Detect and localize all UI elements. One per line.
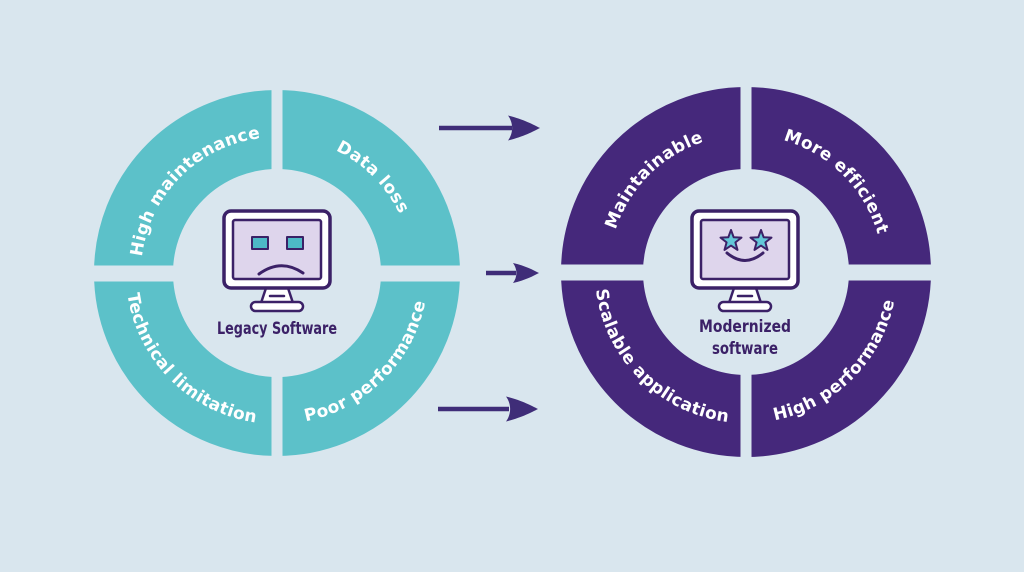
- transition-arrows: [438, 115, 540, 422]
- arrow-head: [506, 396, 538, 422]
- legacy-ring: High maintenance Data loss Technical lim…: [90, 86, 464, 460]
- monitor-base: [717, 300, 773, 313]
- star-eye-left: [719, 229, 743, 251]
- modernized-ring: Maintainable More efficient Scalable app…: [559, 85, 933, 459]
- monitor-frown: [257, 264, 305, 276]
- right-arrow-icon: [438, 396, 538, 422]
- monitor-base: [249, 300, 305, 313]
- arrow-head: [508, 115, 540, 141]
- arrow-head: [513, 263, 539, 283]
- monitor-smile: [725, 251, 765, 262]
- modernized-center-label-line1: Modernized: [699, 317, 791, 337]
- right-arrow-icon: [486, 263, 539, 283]
- sad-monitor-icon: [222, 209, 332, 313]
- star-eye-right: [749, 229, 773, 251]
- monitor-screen: [699, 218, 791, 281]
- modernized-center-label-line2: software: [712, 339, 778, 359]
- monitor-eye-left: [251, 236, 269, 250]
- right-arrow-icon: [439, 115, 540, 141]
- monitor-eye-right: [286, 236, 304, 250]
- legacy-center-label: Legacy Software: [217, 319, 337, 339]
- monitor-screen: [231, 218, 323, 281]
- starry-eyes-monitor-icon: [690, 209, 800, 313]
